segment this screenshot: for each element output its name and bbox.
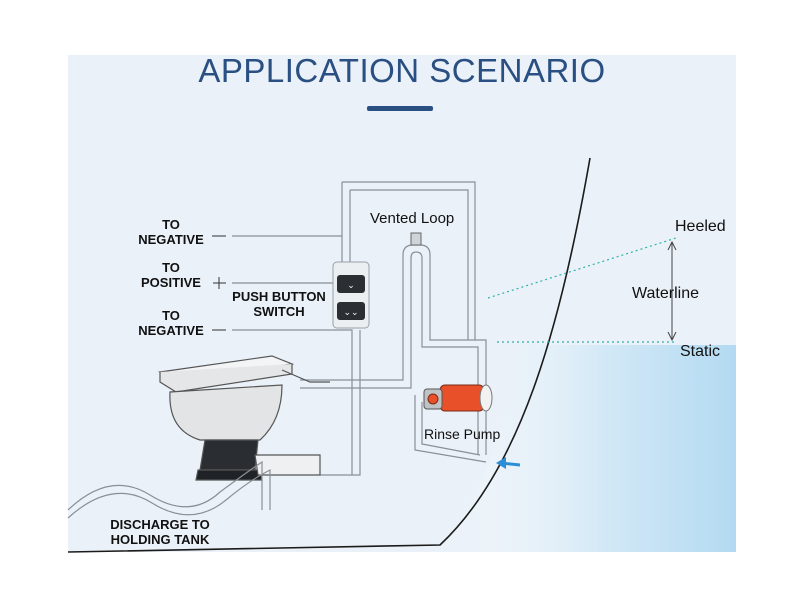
rinse-pump-graphic	[423, 384, 493, 412]
label-waterline: Waterline	[632, 285, 699, 302]
label-heeled: Heeled	[675, 218, 726, 235]
hull-outline	[67, 157, 591, 553]
page-title: APPLICATION SCENARIO	[198, 52, 606, 89]
label-rinse-pump: Rinse Pump	[424, 426, 501, 442]
svg-text:⌄⌄: ⌄⌄	[343, 308, 358, 318]
discharge-hose	[67, 460, 263, 511]
push-button-switch-graphic: ⌄ ⌄⌄	[332, 261, 370, 329]
title-underline	[367, 106, 433, 111]
toilet-graphic	[158, 355, 330, 481]
label-push-button-switch: PUSH BUTTON SWITCH	[232, 289, 326, 319]
svg-text:⌄: ⌄	[347, 281, 355, 291]
vented-loop-valve	[410, 232, 422, 246]
label-to-negative-bottom: TO NEGATIVE	[138, 308, 204, 338]
label-discharge: DISCHARGE TO HOLDING TANK	[110, 517, 210, 547]
label-static: Static	[680, 343, 721, 360]
water-area	[440, 345, 736, 552]
label-to-negative-top: TO NEGATIVE	[138, 217, 204, 247]
label-to-positive: TO POSITIVE	[141, 260, 201, 290]
label-vented-loop: Vented Loop	[370, 210, 455, 227]
